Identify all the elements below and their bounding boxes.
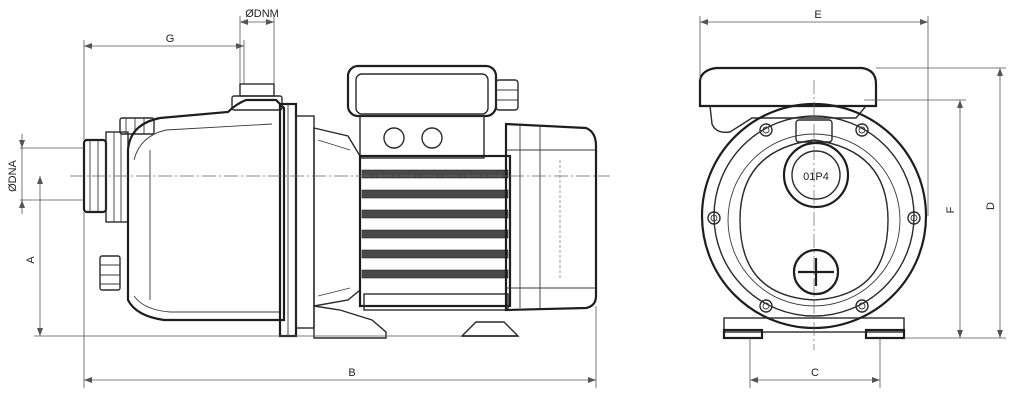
dim-f-label: F <box>945 206 957 213</box>
dim-e-label: E <box>814 9 821 21</box>
fan-cover <box>504 122 598 312</box>
terminal-box <box>346 64 519 159</box>
side-view <box>70 64 610 339</box>
motor-body <box>358 154 512 311</box>
dim-g-label: G <box>166 33 175 45</box>
front-drain-plug <box>792 248 840 296</box>
dim-a-label: A <box>25 256 37 264</box>
dim-b-label: B <box>348 367 355 379</box>
front-suction-port: 01P4 <box>782 119 850 209</box>
flange-bolts <box>707 123 921 313</box>
suction-inlet <box>82 131 129 223</box>
dim-c-label: C <box>811 367 819 379</box>
drain-plug <box>99 255 121 291</box>
discharge-outlet <box>231 83 283 111</box>
dim-d-label: D <box>985 202 997 210</box>
front-terminal-box <box>698 66 878 108</box>
nameplate-label: 01P4 <box>803 171 829 183</box>
dimension-lines: G ØDNM ØDNA A B E <box>7 8 1006 388</box>
front-view: 01P4 <box>698 66 928 350</box>
motor-foot <box>460 321 520 337</box>
pump-body <box>126 98 286 322</box>
dim-dnm-label: ØDNM <box>245 8 279 20</box>
dim-dna-label: ØDNA <box>7 159 19 191</box>
